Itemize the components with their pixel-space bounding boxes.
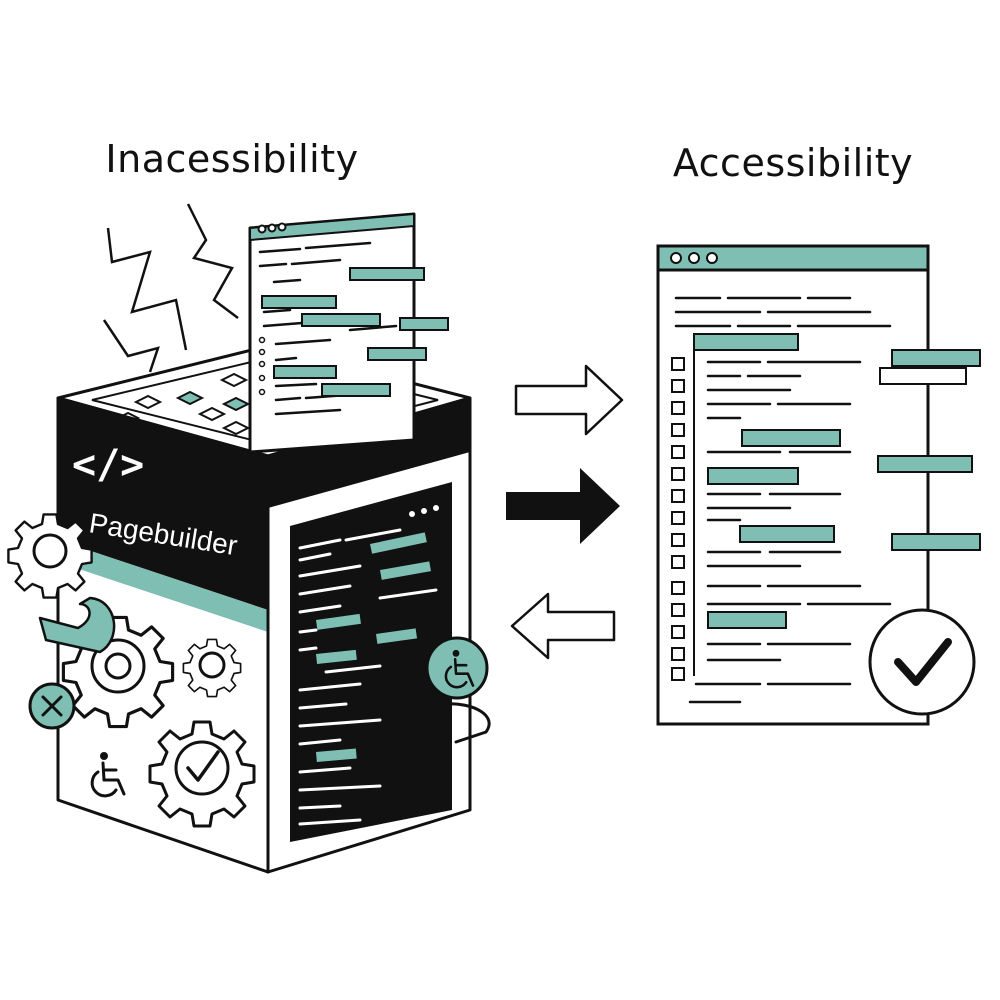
arrow-right-outline-icon	[514, 364, 624, 436]
arrow-right-solid-icon	[506, 468, 620, 544]
gear-icon	[7, 513, 93, 599]
screen-code-lines	[298, 528, 438, 826]
lightning-icon	[102, 203, 239, 373]
gear-icon	[61, 615, 175, 729]
title-accessibility: Accessibility	[673, 141, 913, 185]
curved-arrow-icon	[38, 596, 116, 654]
window-dots-icon	[257, 222, 287, 234]
arrow-left-outline-icon	[510, 592, 616, 660]
code-icon: </>	[72, 442, 144, 488]
gear-icon	[182, 638, 242, 698]
checkmark-icon	[868, 608, 976, 716]
gear-icon	[148, 720, 256, 828]
inaccessible-document	[248, 212, 449, 454]
accessible-document	[656, 244, 981, 726]
title-inaccessibility: Inacessibility	[105, 137, 358, 181]
close-icon	[28, 682, 76, 730]
window-dots-icon	[670, 252, 718, 264]
wheelchair-icon	[425, 636, 491, 744]
